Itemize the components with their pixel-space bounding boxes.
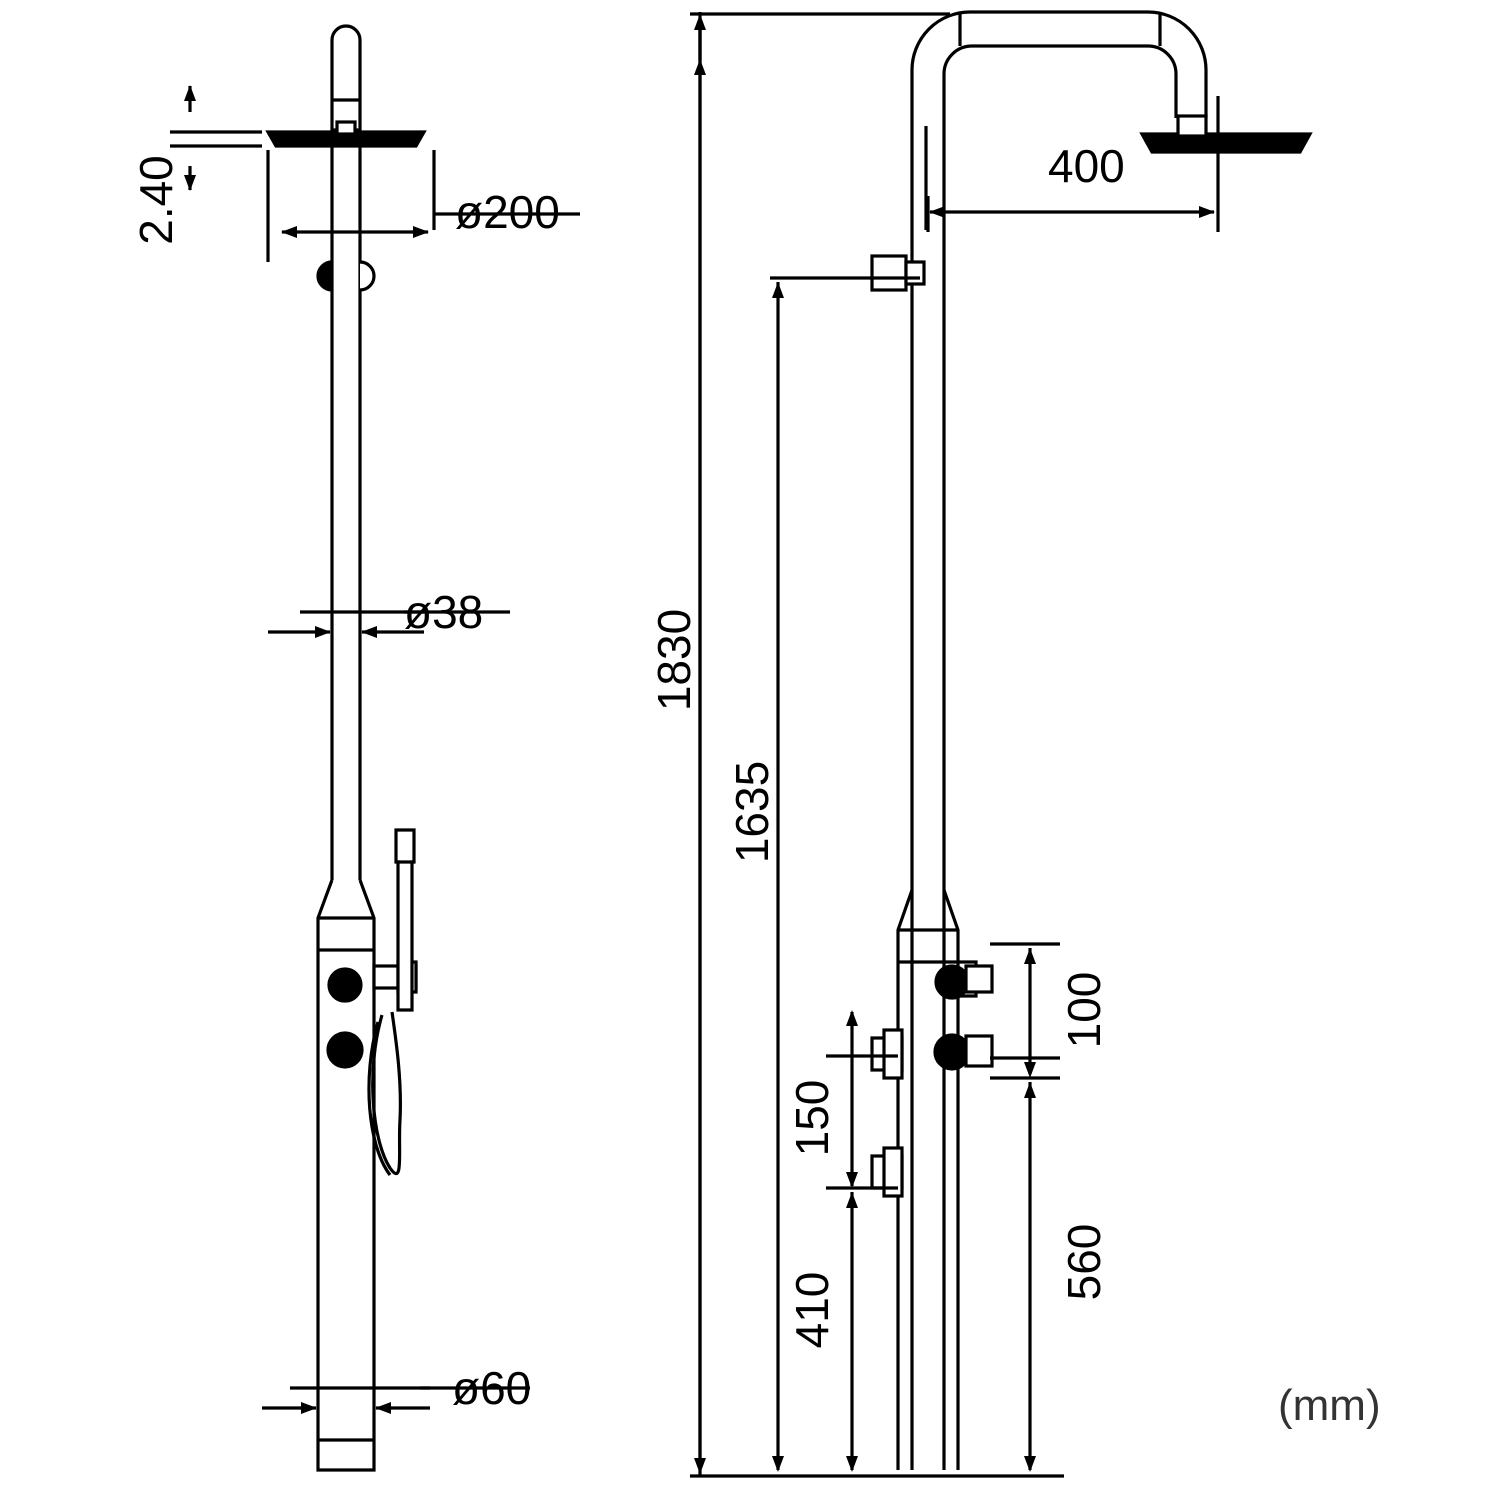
label-lower-outlet-height: 410 (786, 1272, 838, 1349)
label-valve-upper: 100 (1058, 972, 1110, 1049)
label-base-diameter: ø60 (452, 1362, 531, 1414)
label-units: (mm) (1278, 1381, 1381, 1430)
dim-1635 (770, 276, 920, 1472)
label-pipe-diameter: ø38 (404, 586, 483, 638)
dim-2-40 (170, 85, 262, 191)
dim-base-diameter (262, 1386, 530, 1414)
label-valve-lower: 150 (786, 1080, 838, 1157)
dim-head-diameter (266, 150, 580, 262)
side-view-geometry (870, 10, 1313, 1470)
label-head-diameter: ø200 (455, 186, 560, 238)
dim-150 (826, 1010, 898, 1188)
label-thickness: 2.40 (130, 155, 182, 245)
front-view-geometry (265, 24, 427, 1472)
label-outlet-height: 560 (1058, 1224, 1110, 1301)
label-total-height: 1830 (648, 609, 700, 711)
dim-400 (926, 96, 1220, 232)
dim-560 (990, 1076, 1060, 1472)
dim-1830 (690, 12, 950, 1476)
dim-100 (990, 942, 1060, 1078)
label-head-height: 1635 (726, 761, 778, 863)
dim-410 (826, 1186, 898, 1472)
label-arm-reach: 400 (1048, 140, 1125, 192)
dim-pipe-diameter (268, 610, 510, 638)
